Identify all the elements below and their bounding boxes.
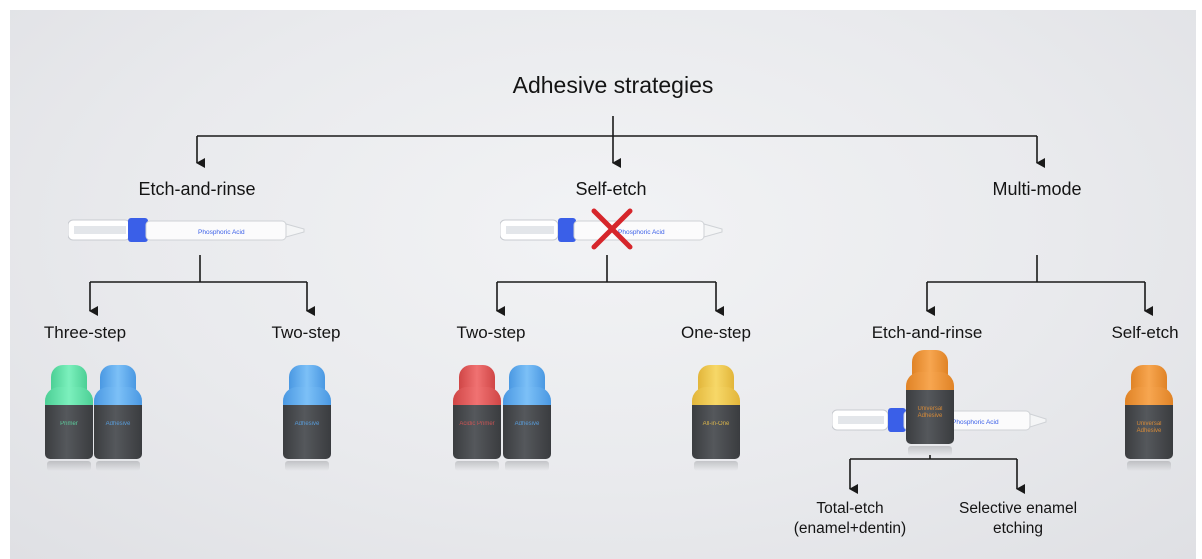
adhesive-bottle-label: Adhesive [294, 421, 320, 427]
universal-adhesive-bottle-icon: Universal Adhesive [1125, 365, 1173, 471]
total-etch-line1: Total-etch [816, 500, 884, 517]
cross-mark-icon [591, 208, 633, 250]
acidic-primer-bottle-icon: Acidic Primer [453, 365, 501, 471]
primer-bottle-label: Primer [60, 421, 78, 427]
selective-line2: etching [993, 520, 1043, 537]
syringe-crossed-label: Phosphoric Acid [618, 229, 665, 236]
acidic-primer-bottle-label: Acidic Primer [459, 421, 495, 427]
leaf-er-two-step: Two-step [271, 323, 341, 342]
leaf-three-step: Three-step [43, 323, 127, 342]
adhesive-bottle-label: Adhesive [105, 421, 131, 427]
leaf-se-two-step: Two-step [456, 323, 526, 342]
syringe-label: Phosphoric Acid [198, 229, 245, 236]
category-etch-and-rinse: Etch-and-rinse [138, 179, 256, 199]
adhesive-bottle-label: Adhesive [514, 421, 540, 427]
adhesive-bottle-icon: Adhesive [283, 365, 331, 471]
diagram-title: Adhesive strategies [512, 72, 714, 98]
leaf-selective-enamel-etching: Selective enamel etching [959, 499, 1077, 539]
leaf-one-step: One-step [681, 323, 751, 342]
syringe-universal-label: Phosphoric Acid [952, 419, 999, 426]
phosphoric-acid-syringe-icon: Phosphoric Acid [68, 218, 305, 242]
universal-adhesive-bottle-label: Universal Adhesive [1136, 421, 1162, 434]
selective-line1: Selective enamel [958, 500, 1078, 517]
all-in-one-bottle-icon: All-in-One [692, 365, 740, 471]
category-multi-mode: Multi-mode [992, 179, 1082, 199]
universal-adhesive-bottle-icon: Universal Adhesive [906, 350, 954, 456]
leaf-mm-self-etch: Self-etch [1111, 323, 1179, 342]
leaf-mm-etch-and-rinse: Etch-and-rinse [871, 323, 983, 342]
total-etch-line2: (enamel+dentin) [793, 520, 907, 537]
category-self-etch: Self-etch [575, 179, 647, 199]
primer-bottle-icon: Primer [45, 365, 93, 471]
leaf-total-etch: Total-etch (enamel+dentin) [794, 499, 906, 539]
adhesive-bottle-icon: Adhesive [503, 365, 551, 471]
all-in-one-bottle-label: All-in-One [702, 421, 730, 427]
adhesive-bottle-icon: Adhesive [94, 365, 142, 471]
universal-adhesive-bottle-label: Universal Adhesive [917, 406, 943, 419]
slide-background [10, 10, 1196, 559]
